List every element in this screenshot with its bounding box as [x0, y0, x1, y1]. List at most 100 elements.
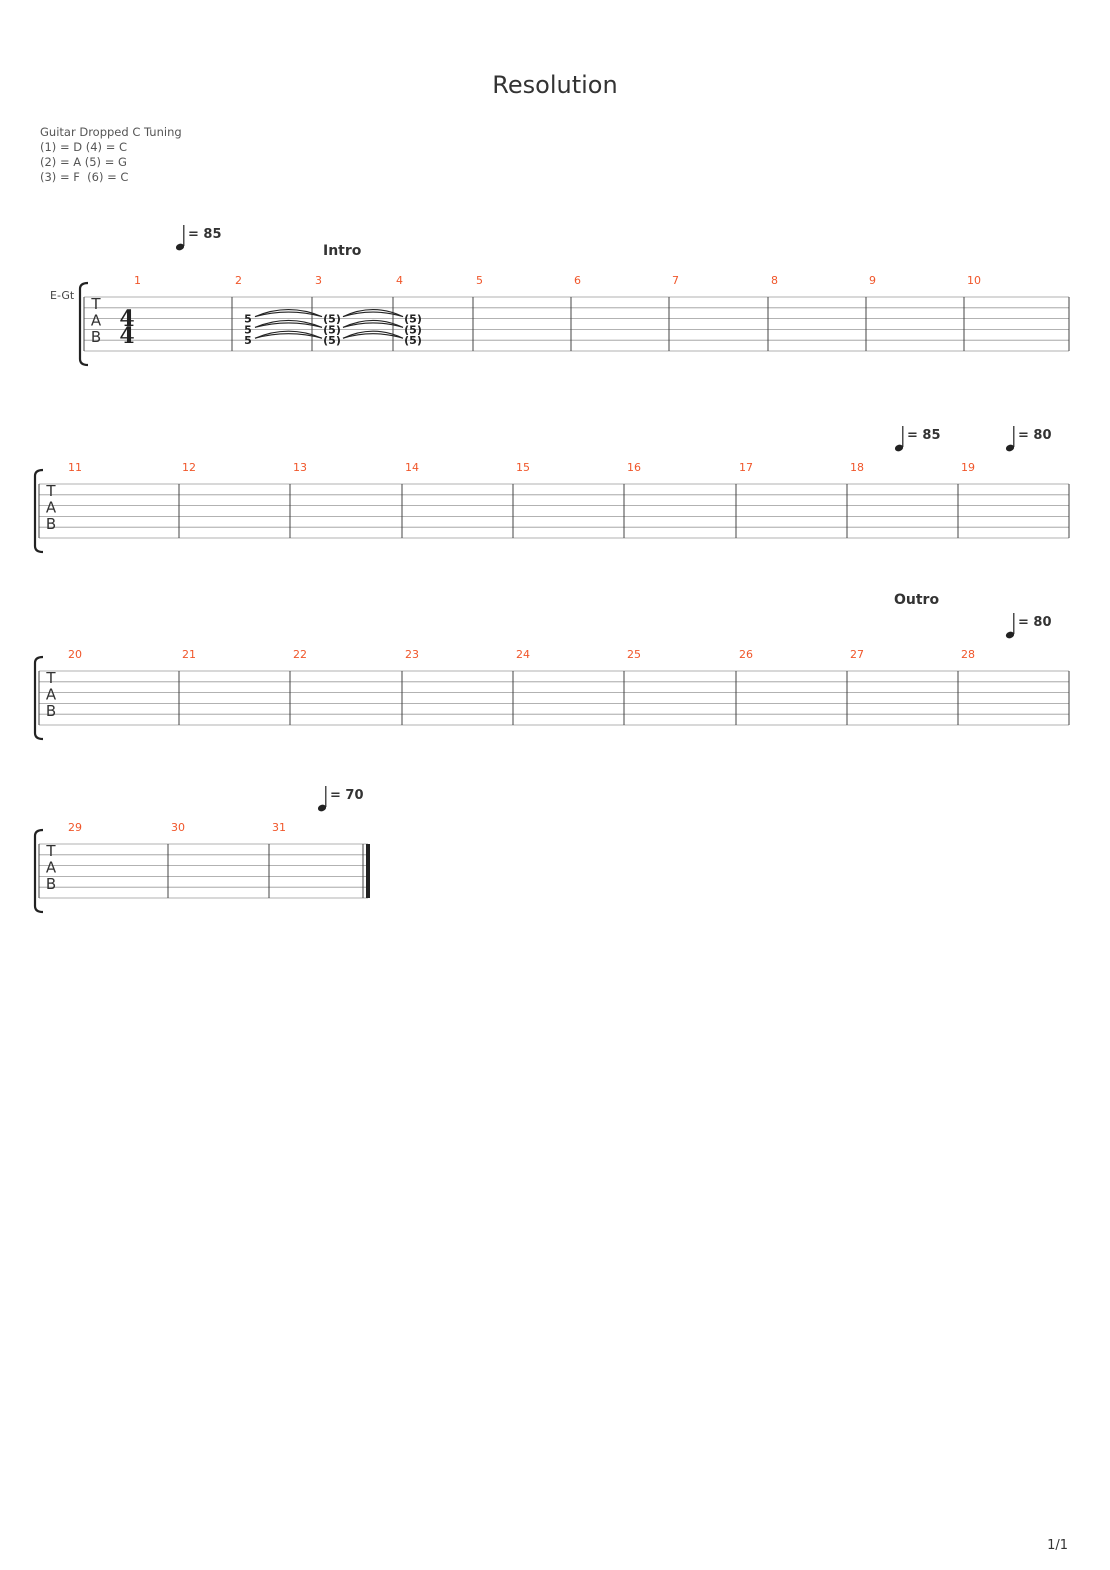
bar-number: 4 — [396, 274, 403, 287]
tie-arc — [342, 311, 404, 318]
bar-number: 31 — [272, 821, 286, 834]
tempo-mark: = 70 — [317, 786, 364, 812]
bar-number: 12 — [182, 461, 196, 474]
section-outro: Outro — [894, 592, 940, 608]
bar-number: 19 — [961, 461, 975, 474]
tie-arc — [342, 309, 404, 318]
tab-clef-letter: A — [91, 312, 102, 330]
time-signature-denominator: 4 — [119, 323, 134, 349]
tie-arc — [254, 309, 323, 318]
tab-clef-letter: T — [45, 482, 56, 500]
bar-number: 10 — [967, 274, 981, 287]
bar-number: 14 — [405, 461, 419, 474]
bar-number: 24 — [516, 648, 530, 661]
system-bracket — [33, 655, 44, 741]
fret-number: (5) — [404, 323, 422, 336]
time-signature-numerator: 4 — [119, 306, 134, 332]
tab-clef-letter: A — [46, 686, 57, 704]
fret-number: (5) — [323, 323, 341, 336]
bar-number: 18 — [850, 461, 864, 474]
tie-arc — [254, 311, 323, 318]
bar-number: 15 — [516, 461, 530, 474]
tab-system-3: TAB 20 21 22 23 24 25 26 27 28 — [38, 648, 1070, 726]
tab-clef-letter: B — [46, 515, 56, 533]
fret-number: (5) — [323, 334, 341, 347]
tempo-mark: = 85 — [894, 426, 941, 452]
final-barline-thick — [366, 844, 370, 898]
instrument-label: E-Gt — [50, 289, 75, 302]
tie-arc — [342, 330, 404, 339]
tempo-value: = 80 — [1018, 428, 1052, 443]
quarter-note-icon — [1005, 631, 1015, 639]
fret-number: (5) — [404, 334, 422, 347]
system-bracket — [33, 468, 44, 554]
tempo-mark: = 80 — [1005, 426, 1052, 452]
tab-clef-letter: B — [46, 702, 56, 720]
bar-number: 3 — [315, 274, 322, 287]
bar-number: 22 — [293, 648, 307, 661]
bar-number: 13 — [293, 461, 307, 474]
bar-number: 7 — [672, 274, 679, 287]
bar-number: 27 — [850, 648, 864, 661]
bar-number: 30 — [171, 821, 185, 834]
bar-number: 2 — [235, 274, 242, 287]
tab-system-4: TAB 29 30 31 — [38, 821, 370, 899]
quarter-note-icon — [175, 243, 185, 251]
tab-clef-letter: T — [45, 842, 56, 860]
tab-clef-letter: T — [45, 669, 56, 687]
tuning-line-3: (3) = F (6) = C — [40, 170, 129, 184]
tie-arc — [254, 322, 323, 328]
tab-system-2: TAB 11 12 13 14 15 16 17 18 19 — [38, 461, 1070, 539]
fret-number: 5 — [244, 313, 252, 326]
bar-number: 1 — [134, 274, 141, 287]
bar-number: 8 — [771, 274, 778, 287]
fret-number: (5) — [404, 313, 422, 326]
tie-arc — [254, 330, 323, 339]
tuning-name: Guitar Dropped C Tuning — [40, 125, 182, 139]
section-intro: Intro — [323, 243, 362, 259]
tempo-mark: = 80 — [1005, 613, 1052, 639]
bar-number: 25 — [627, 648, 641, 661]
tempo-value: = 70 — [330, 788, 364, 803]
quarter-note-icon — [894, 444, 904, 452]
page-number: 1/1 — [1047, 1538, 1068, 1553]
tempo-value: = 85 — [907, 428, 941, 443]
tab-clef-letter: T — [90, 295, 101, 313]
page-title: Resolution — [492, 71, 618, 99]
tie-arc — [342, 333, 404, 339]
fret-number: 5 — [244, 323, 252, 336]
tie-arc — [342, 319, 404, 328]
tie-arc — [342, 322, 404, 328]
tab-clef-letter: A — [46, 499, 57, 517]
bar-number: 16 — [627, 461, 641, 474]
bar-number: 23 — [405, 648, 419, 661]
bar-number: 5 — [476, 274, 483, 287]
bar-number: 21 — [182, 648, 196, 661]
tab-clef-letter: A — [46, 859, 57, 877]
tuning-line-1: (1) = D (4) = C — [40, 140, 128, 154]
tempo-value: = 80 — [1018, 615, 1052, 630]
bar-number: 11 — [68, 461, 82, 474]
fret-number: (5) — [323, 313, 341, 326]
bar-number: 17 — [739, 461, 753, 474]
bar-number: 26 — [739, 648, 753, 661]
system-bracket — [33, 828, 44, 914]
bar-number: 20 — [68, 648, 82, 661]
system-bracket — [78, 281, 89, 367]
bar-number: 29 — [68, 821, 82, 834]
bar-number: 28 — [961, 648, 975, 661]
quarter-note-icon — [317, 804, 327, 812]
tab-clef-letter: B — [91, 328, 101, 346]
tab-system-1: TAB 1 2 3 4 5 6 7 8 9 10 — [83, 274, 1070, 352]
tie-arc — [254, 319, 323, 328]
quarter-note-icon — [1005, 444, 1015, 452]
tuning-line-2: (2) = A (5) = G — [40, 155, 127, 169]
bar-number: 9 — [869, 274, 876, 287]
tie-arc — [254, 333, 323, 339]
bar-number: 6 — [574, 274, 581, 287]
tempo-mark: = 85 — [175, 225, 222, 251]
fret-number: 5 — [244, 334, 252, 347]
tab-clef-letter: B — [46, 875, 56, 893]
tempo-value: = 85 — [188, 227, 222, 242]
